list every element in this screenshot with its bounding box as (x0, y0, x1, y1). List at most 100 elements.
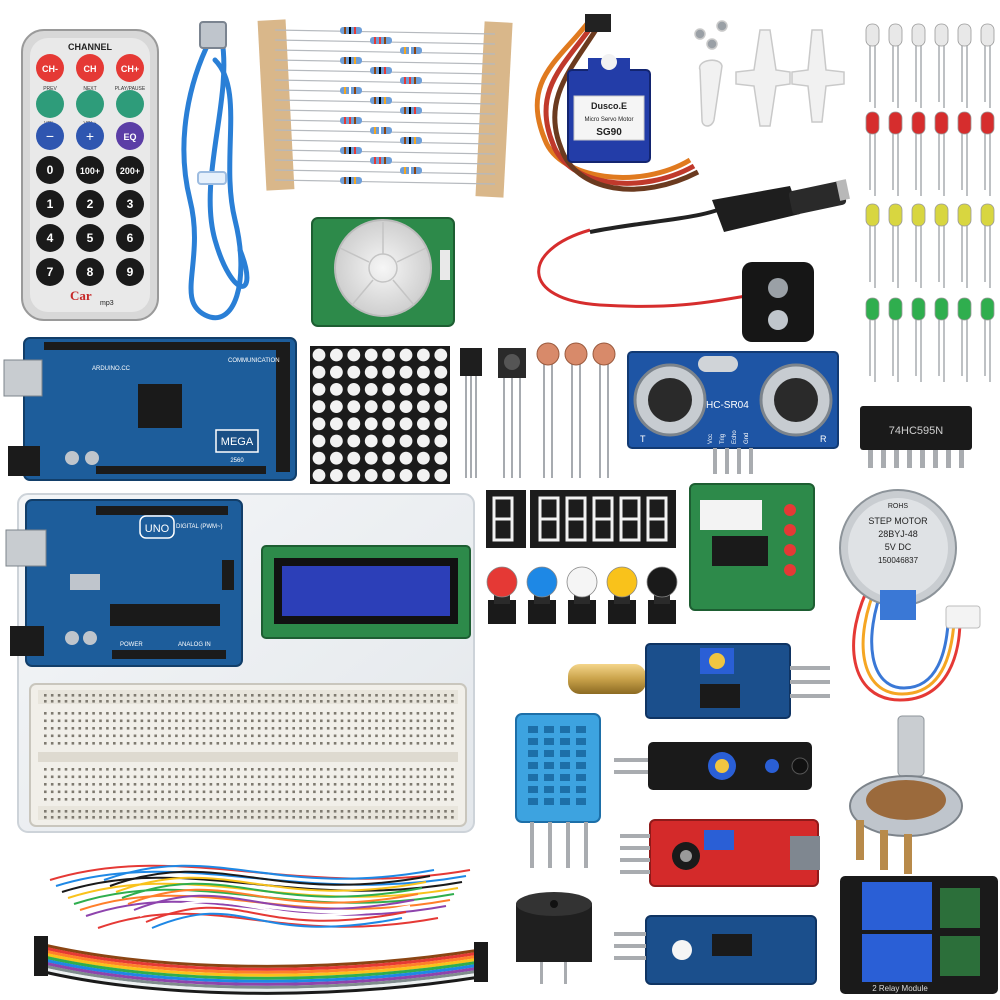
breadboard-hole (209, 790, 213, 794)
breadboard-hole (313, 719, 316, 723)
breadboard-hole (368, 727, 371, 730)
breadboard-hole (361, 700, 364, 703)
mega-comm: COMMUNICATION (228, 358, 280, 364)
chip-pin (946, 450, 951, 468)
resistor-band (384, 97, 386, 104)
breadboard-hole (416, 775, 420, 779)
lcd-1602-display (261, 545, 471, 639)
breadboard-hole (257, 783, 261, 786)
breadboard-hole (292, 700, 295, 703)
breadboard-hole (257, 700, 261, 703)
breadboard-hole (451, 694, 454, 697)
breadboard-hole (444, 719, 447, 723)
breadboard-hole (85, 700, 88, 703)
breadboard-hole (340, 783, 344, 786)
breadboard-hole (202, 816, 206, 819)
breadboard-hole (444, 783, 447, 786)
breadboard-hole (354, 700, 358, 703)
breadboard-hole (64, 694, 68, 697)
breadboard-hole (168, 719, 171, 723)
breadboard-hole (402, 700, 406, 703)
breadboard-hole (113, 734, 116, 738)
breadboard-hole (106, 734, 109, 738)
breadboard-hole (44, 734, 47, 738)
matrix-dot (434, 451, 448, 465)
stepper-brand: ROHS (888, 503, 909, 510)
breadboard-hole (354, 790, 358, 794)
breadboard-hole (237, 727, 240, 730)
led (957, 111, 972, 135)
breadboard-hole (402, 734, 406, 738)
breadboard-hole (57, 790, 61, 794)
breadboard-hole (375, 798, 378, 801)
breadboard-hole (147, 810, 151, 813)
breadboard-hole (285, 816, 289, 819)
resistor-lead (274, 79, 496, 85)
led (888, 203, 903, 227)
push-button-stem (494, 594, 510, 604)
breadboard-hole (64, 798, 68, 801)
breadboard-hole (106, 768, 109, 771)
breadboard-hole (271, 768, 275, 771)
pir-motion-sensor (311, 217, 455, 327)
breadboard-hole (44, 783, 47, 786)
breadboard-hole (71, 783, 75, 786)
breadboard-hole (161, 742, 164, 745)
breadboard-hole (216, 810, 220, 813)
breadboard-hole (113, 775, 116, 779)
remote-number-label: 200+ (120, 166, 140, 176)
breadboard-hole (175, 719, 178, 723)
breadboard-hole (154, 719, 157, 723)
breadboard-hole (202, 810, 206, 813)
matrix-dot (347, 348, 361, 362)
breadboard-hole (78, 816, 82, 819)
breadboard-hole (244, 719, 247, 723)
breadboard-hole (430, 719, 433, 723)
breadboard-hole (99, 816, 102, 819)
breadboard-hole (119, 810, 123, 813)
matrix-dot (347, 400, 361, 413)
led (957, 23, 972, 47)
jumper-wire (109, 870, 431, 887)
breadboard-hole (437, 768, 440, 771)
breadboard-hole (168, 798, 171, 801)
matrix-dot (312, 434, 326, 448)
breadboard-hole (306, 712, 309, 715)
breadboard-hole (230, 775, 233, 779)
breadboard-hole (430, 798, 433, 801)
breadboard-hole (78, 810, 82, 813)
breadboard-hole (78, 719, 82, 723)
dht-vent (528, 786, 538, 793)
led (888, 297, 903, 321)
breadboard-hole (230, 790, 233, 794)
resistor-band (414, 107, 416, 114)
breadboard-hole (354, 775, 358, 779)
led (980, 297, 995, 321)
breadboard-hole (237, 734, 240, 738)
breadboard-hole (140, 694, 144, 697)
resistor-band (374, 37, 376, 44)
dht-vent (560, 762, 570, 769)
breadboard-hole (444, 810, 447, 813)
breadboard-hole (285, 742, 289, 745)
breadboard-hole (340, 775, 344, 779)
usb-cable (181, 21, 250, 321)
breadboard-hole (368, 768, 371, 771)
breadboard-hole (99, 727, 102, 730)
breadboard-hole (113, 798, 116, 801)
jumper-wire (121, 882, 423, 899)
breadboard-hole (188, 783, 192, 786)
resistor-band (344, 57, 346, 64)
breadboard-hole (395, 727, 399, 730)
breadboard-hole (147, 712, 151, 715)
breadboard-hole (209, 712, 213, 715)
servo-subtitle: Micro Servo Motor (584, 117, 633, 123)
breadboard-hole (64, 700, 68, 703)
breadboard-hole (92, 712, 95, 715)
breadboard-hole (437, 810, 440, 813)
breadboard-hole (264, 768, 268, 771)
breadboard-hole (195, 798, 199, 801)
